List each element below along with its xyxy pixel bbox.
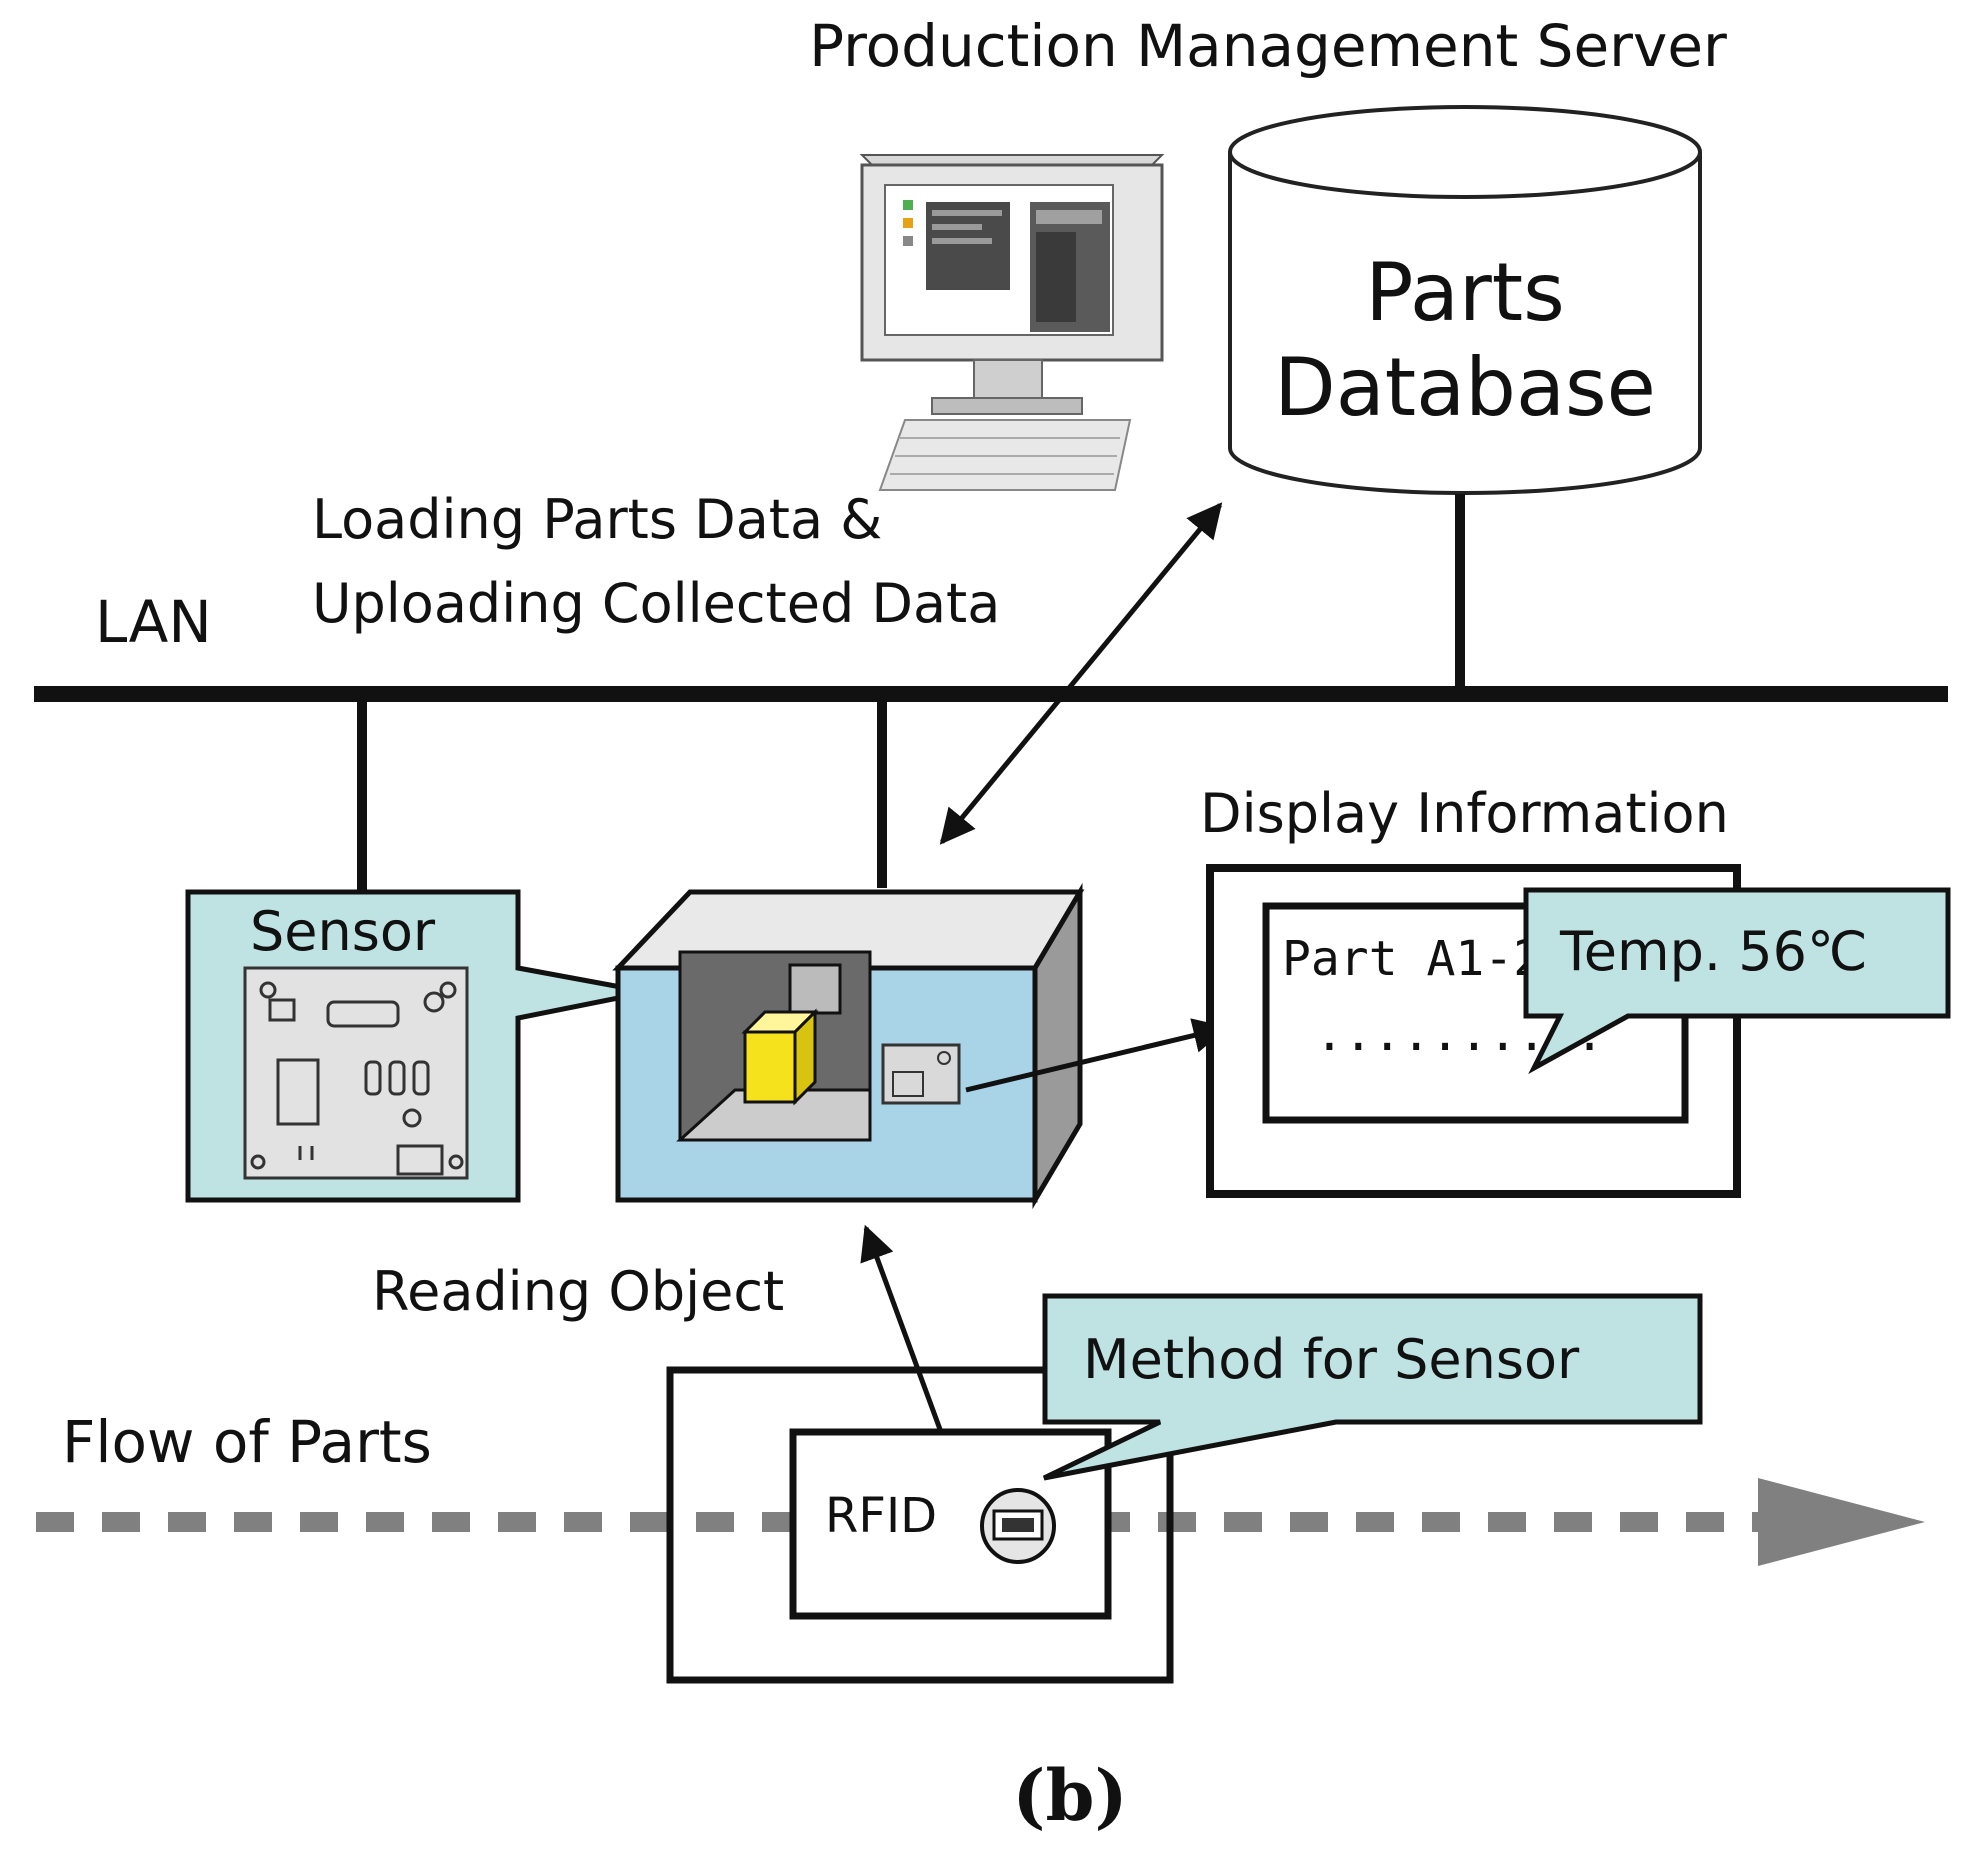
rfid-label: RFID [825,1488,937,1544]
parts-database-cylinder [1228,105,1702,495]
database-label-line1: Parts [1365,246,1565,339]
lan-label: LAN [95,588,212,656]
method-callout [1042,1293,1703,1481]
reading-arrow [860,1224,955,1463]
sensor-board-icon [243,966,469,1180]
display-arrow [965,1018,1229,1093]
temp-callout-text: Temp. 56℃ [1559,920,1868,983]
sensor-label: Sensor [250,900,436,963]
display-info-label: Display Information [1200,782,1729,845]
figure-caption: (b) [1012,1754,1127,1837]
reader-box [612,882,1085,1210]
flow-label: Flow of Parts [62,1408,432,1476]
reading-object-label: Reading Object [372,1260,784,1323]
server-title: Production Management Server [809,12,1727,80]
rfid-chip-icon [980,1488,1056,1564]
data-exchange-arrow [939,502,1223,845]
loading-label-line1: Loading Parts Data & [312,488,882,551]
loading-label-line2: Uploading Collected Data [312,572,1000,635]
temp-callout [1523,887,1951,1075]
flow-arrowhead [1758,1478,1925,1566]
method-callout-text: Method for Sensor [1083,1328,1580,1391]
database-label-line2: Database [1274,341,1656,434]
reading-object-frame [666,1366,1174,1684]
display-part-text: Part A1-2 [1282,931,1542,987]
computer-icon [859,154,1165,491]
